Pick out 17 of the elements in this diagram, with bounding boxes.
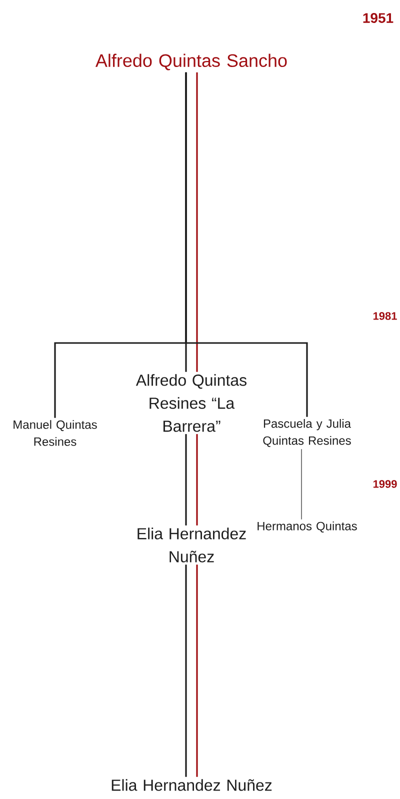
connector-line	[196, 72, 198, 372]
year-label: 1981	[373, 312, 397, 320]
name-label: Elia Hernandez Nuñez	[112, 779, 272, 791]
connector-line	[196, 434, 198, 526]
connector-line	[185, 434, 187, 526]
name-label: Pascuela y Julia Quintas Resines	[263, 419, 351, 447]
connector-line	[196, 564, 198, 777]
name-label: Alfredo Quintas Resines “La Barrera”	[136, 374, 246, 432]
connector-line	[185, 564, 187, 777]
name-label: Elia Hernandez Nuñez	[138, 528, 246, 562]
name-label: Manuel Quintas Resines	[14, 420, 97, 446]
connector-line	[185, 72, 308, 417]
year-label: 1951	[363, 13, 394, 23]
connector-line	[301, 448, 302, 520]
name-label: Alfredo Quintas Sancho	[95, 54, 287, 70]
group-label: Hermanos Quintas	[258, 522, 357, 532]
year-label: 1999	[373, 480, 397, 488]
